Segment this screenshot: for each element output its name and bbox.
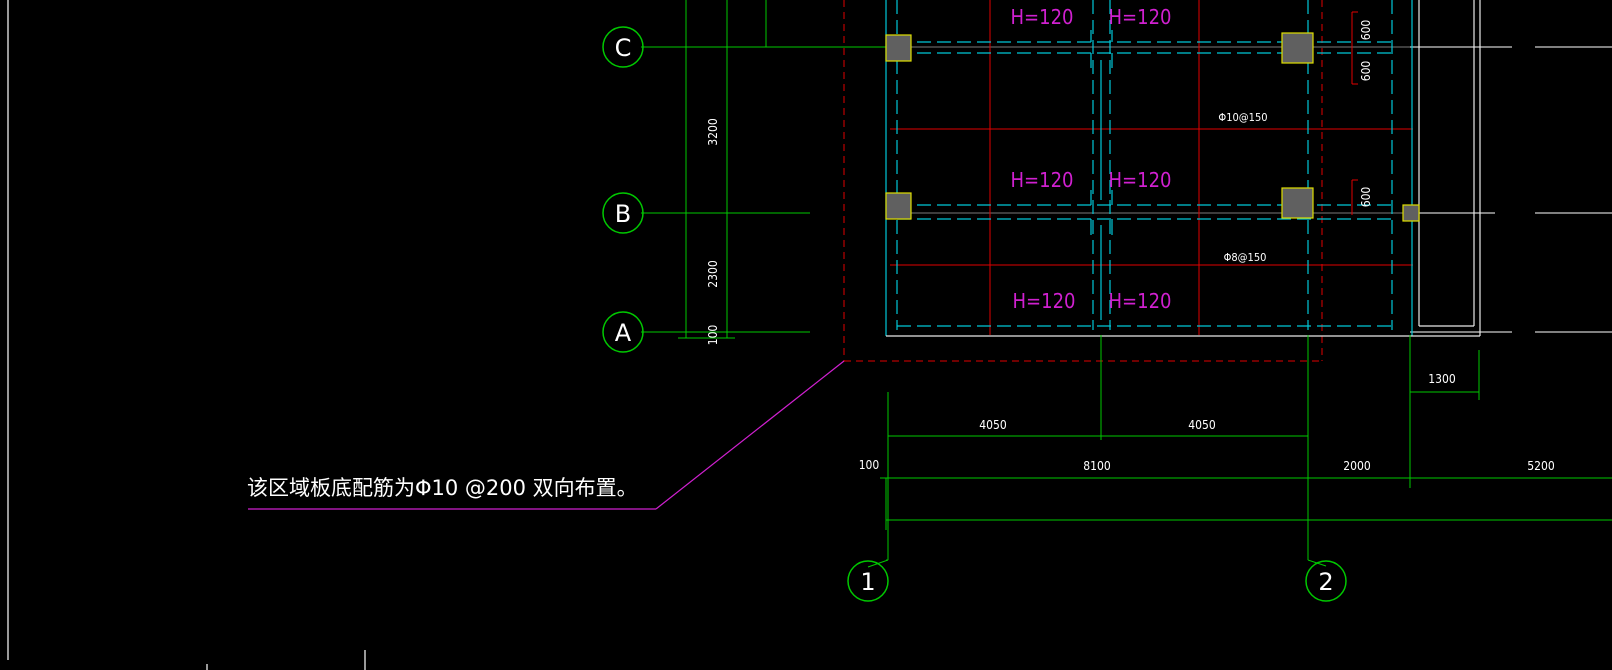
note-leader	[248, 360, 845, 510]
slab-label: H=120	[1011, 168, 1074, 192]
column-b1	[885, 192, 912, 220]
left-dimension-chain	[678, 0, 767, 339]
axis-bubble-b	[602, 192, 644, 234]
slab-label: H=120	[1011, 5, 1074, 29]
axis-label-b: B	[615, 200, 631, 228]
slab-labels: H=120 H=120 H=120 H=120 H=120 H=120	[1011, 5, 1172, 313]
viewport-frame	[7, 0, 366, 670]
column-c2	[1281, 32, 1314, 64]
axis-bubble-2	[1305, 560, 1347, 602]
dim-8100: 8100	[1083, 459, 1111, 473]
dim-4050-left: 4050	[979, 418, 1007, 432]
dim-100-bottom: 100	[859, 458, 880, 472]
outline	[886, 0, 1481, 337]
vertical-dim-texts: 3200 2300 100 600 600 600	[706, 20, 1373, 346]
axis-bubble-a	[602, 311, 644, 353]
dim-1300: 1300	[1428, 372, 1456, 386]
slab-label: H=120	[1109, 289, 1172, 313]
columns	[885, 32, 1420, 222]
dim-5200: 5200	[1527, 459, 1555, 473]
dim-600-top1: 600	[1359, 20, 1373, 41]
axis-label-c: C	[615, 34, 632, 62]
axis-label-2: 2	[1318, 568, 1333, 596]
bottom-dimension-chain	[867, 335, 1612, 568]
dim-600-mid: 600	[1359, 187, 1373, 208]
rebar-labels: Φ10@150 Φ8@150	[1218, 111, 1267, 264]
axis-label-a: A	[615, 319, 632, 347]
column-c1	[885, 34, 912, 62]
dashed-boundary	[843, 0, 1323, 362]
axis-label-1: 1	[860, 568, 875, 596]
axis-bubble-c	[602, 26, 644, 68]
slab-label: H=120	[1013, 289, 1076, 313]
grid-bubbles	[602, 26, 1347, 602]
dim-4050-right: 4050	[1188, 418, 1216, 432]
axis-bubble-1	[847, 560, 889, 602]
red-frame-lines	[890, 0, 1413, 335]
rebar-label-top: Φ10@150	[1218, 111, 1267, 124]
slab-label: H=120	[1109, 168, 1172, 192]
column-b3	[1402, 204, 1420, 222]
bottom-dim-texts: 4050 4050 100 8100 2000 5200 1300	[859, 372, 1555, 473]
dim-2000: 2000	[1343, 459, 1371, 473]
dim-3200: 3200	[706, 118, 720, 146]
dim-100-left: 100	[706, 325, 720, 346]
column-b2	[1281, 187, 1314, 219]
grid-bubble-labels: C B A 1 2	[615, 34, 1334, 596]
rebar-label-mid: Φ8@150	[1224, 251, 1267, 264]
slab-label: H=120	[1109, 5, 1172, 29]
beam-lines	[896, 0, 1393, 330]
dim-2300: 2300	[706, 260, 720, 288]
reinforcement-note: 该区域板底配筋为Φ10 @200 双向布置。	[247, 476, 638, 500]
dim-600-top2: 600	[1359, 61, 1373, 82]
